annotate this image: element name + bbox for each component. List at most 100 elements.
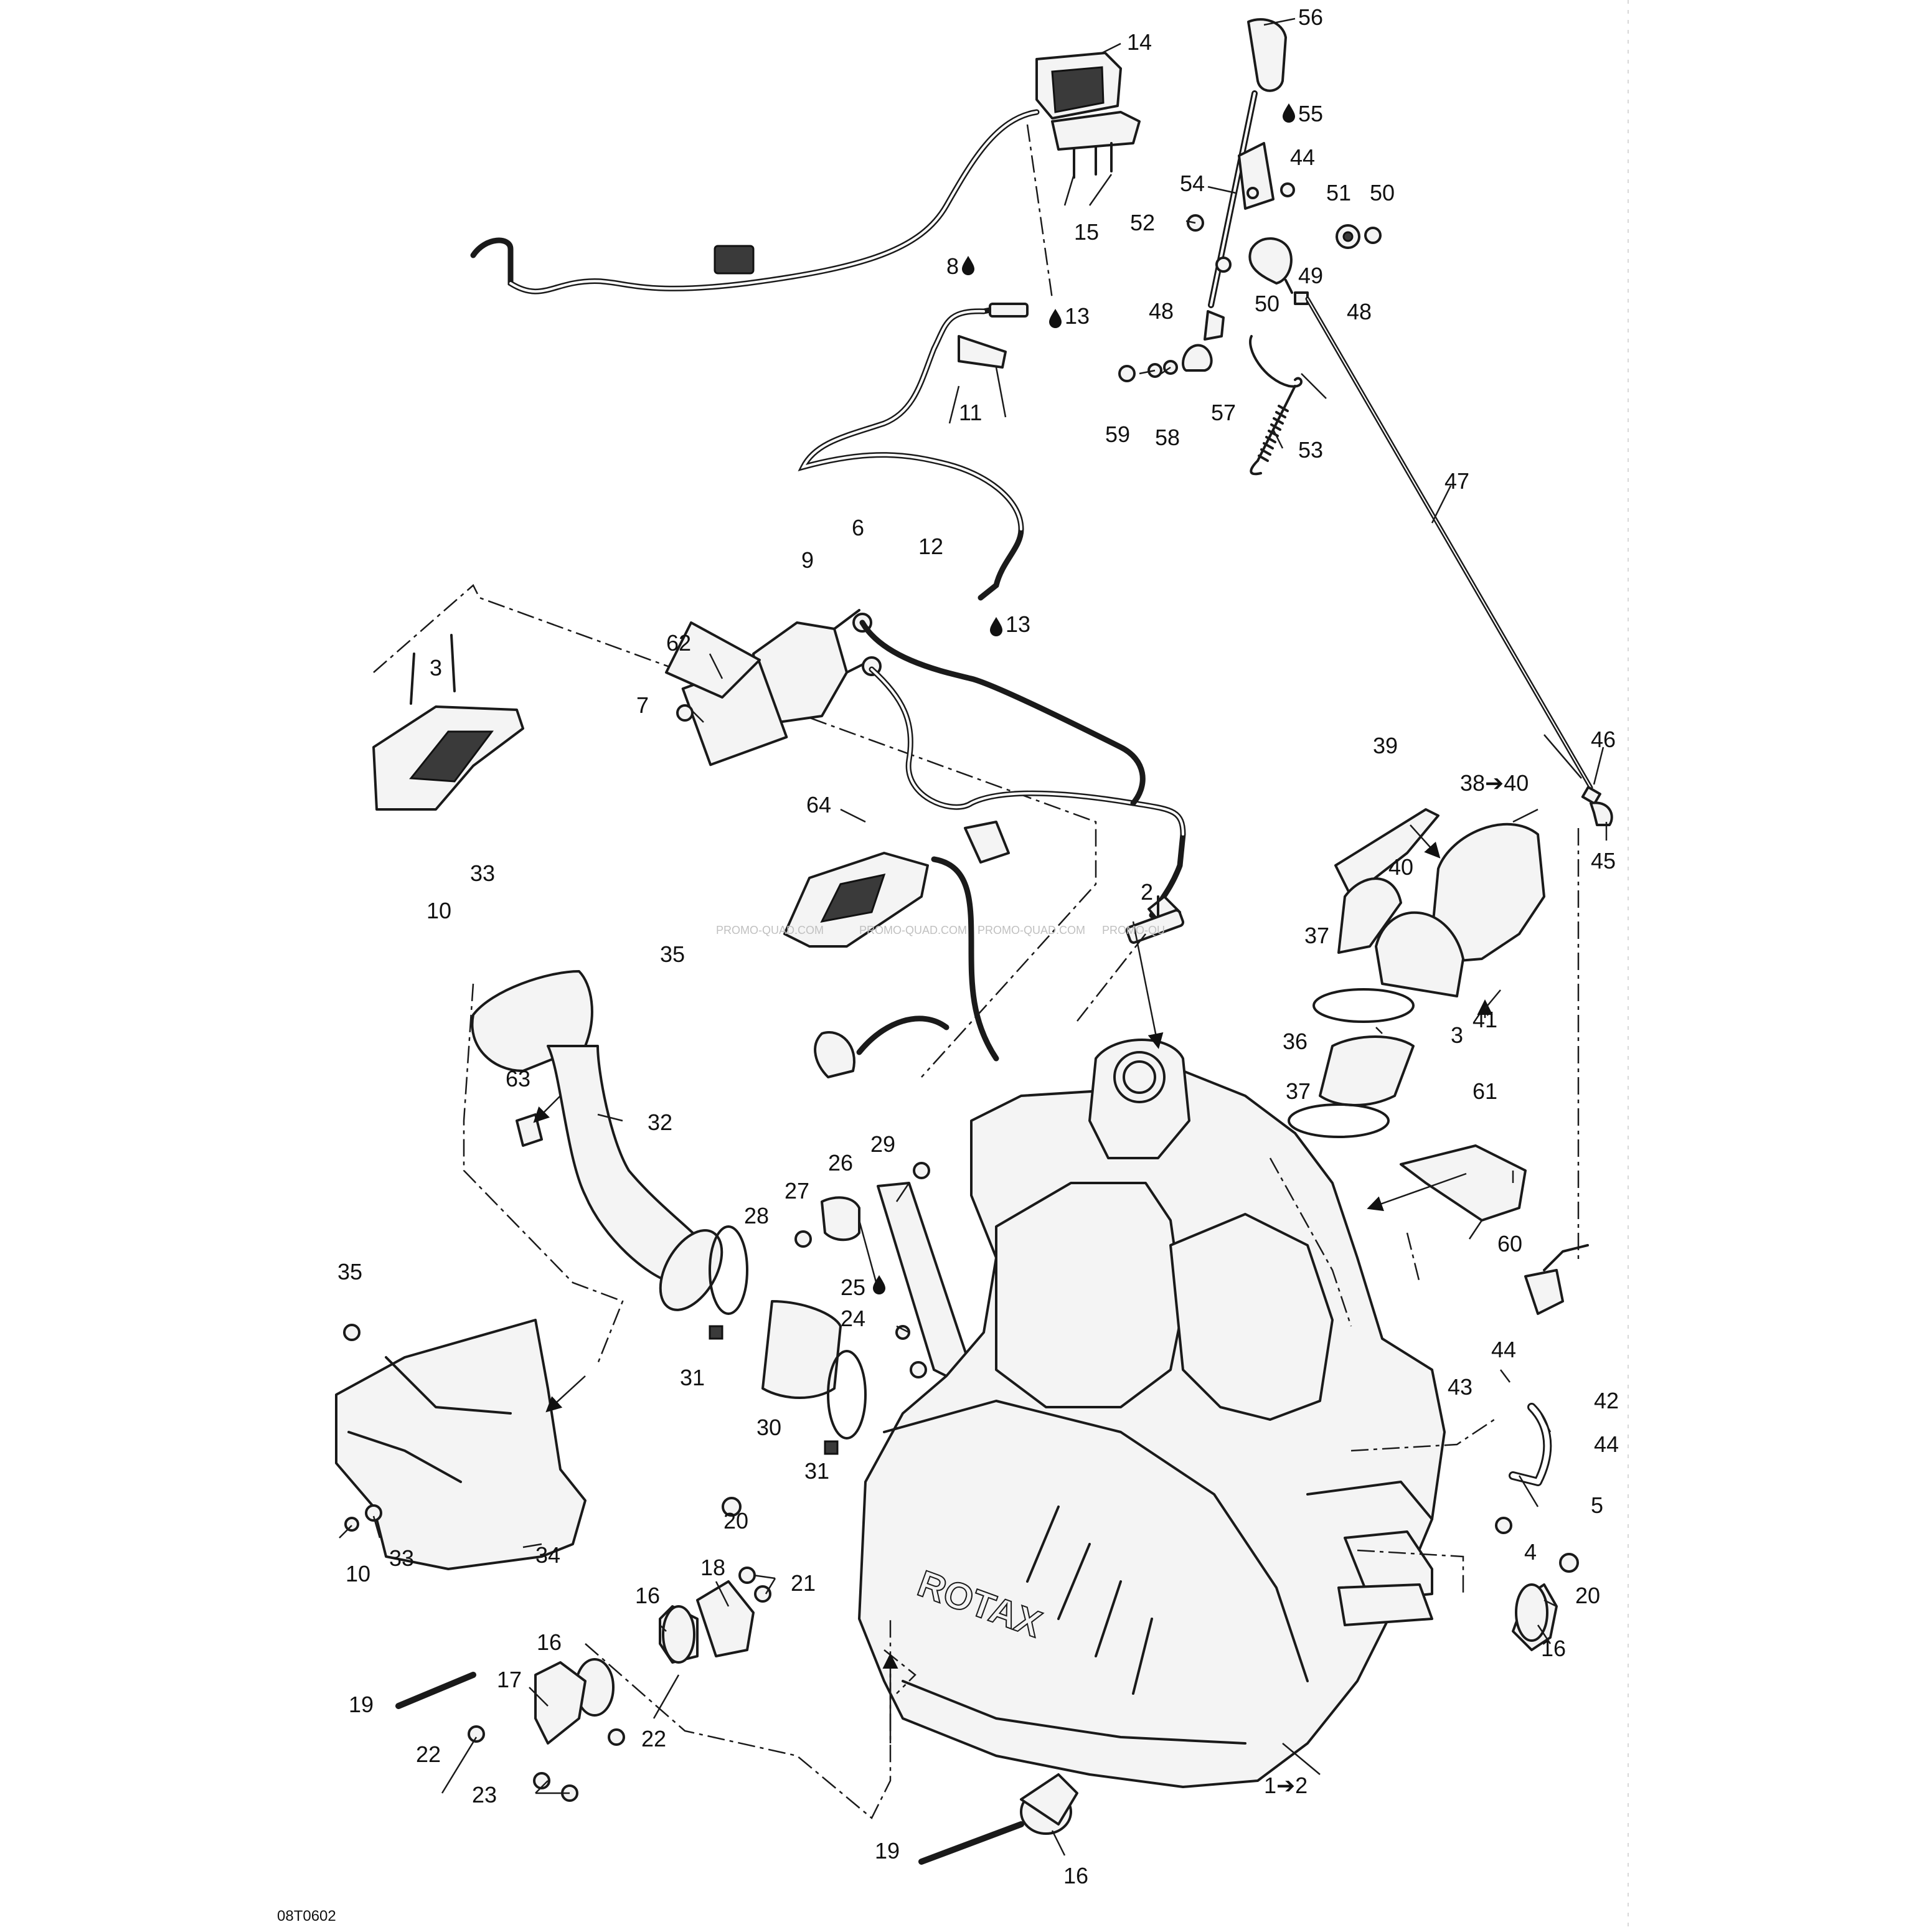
callout-38-40: 38➔40 — [1460, 770, 1529, 796]
callout-50: 50 — [1255, 291, 1279, 316]
watermark: PROMO-QUAD.COM PROMO-QUAD.COM PROMO-QUAD… — [716, 924, 1165, 936]
callout-40: 40 — [1388, 854, 1413, 880]
callout-44: 44 — [1290, 144, 1315, 170]
callout-16: 16 — [1541, 1636, 1566, 1661]
callout-48: 48 — [1149, 298, 1174, 324]
callout-50: 50 — [1370, 180, 1395, 205]
callout-64: 64 — [806, 792, 831, 818]
callout-22: 22 — [416, 1741, 441, 1767]
callout-41: 41 — [1473, 1007, 1497, 1032]
callout-43: 43 — [1448, 1374, 1473, 1400]
air-box-clamps — [709, 1196, 867, 1455]
leader-lines — [339, 17, 1608, 1856]
callout-37: 37 — [1286, 1078, 1311, 1104]
callout-61: 61 — [1473, 1078, 1497, 1104]
callout-55: 55 — [1298, 101, 1323, 126]
callout-7: 7 — [636, 692, 649, 718]
air-intake-duct — [471, 970, 723, 1311]
drawing-code: 08T0602 — [277, 1908, 336, 1925]
callout-3: 3 — [430, 655, 442, 681]
cvt-outlet-duct — [1288, 988, 1527, 1222]
callout-28: 28 — [744, 1203, 769, 1228]
callout-10: 10 — [346, 1561, 370, 1586]
shift-lever — [1118, 18, 1613, 826]
callout-11: 11 — [959, 400, 982, 425]
svg-text:PROMO-QUAD.COM: PROMO-QUAD.COM — [716, 924, 824, 936]
callout-52: 52 — [1130, 210, 1155, 235]
callout-6: 6 — [852, 515, 864, 540]
callout-24: 24 — [841, 1306, 865, 1331]
callout-18: 18 — [700, 1555, 725, 1580]
svg-text:PROMO-QUAD.COM: PROMO-QUAD.COM — [859, 924, 967, 936]
air-box-shield — [335, 1319, 587, 1570]
callout-56: 56 — [1298, 4, 1323, 30]
callout-33: 33 — [470, 860, 495, 886]
callout-53: 53 — [1298, 437, 1323, 463]
callout-42: 42 — [1594, 1388, 1619, 1413]
callout-22: 22 — [641, 1726, 666, 1751]
callout-44: 44 — [1491, 1337, 1516, 1362]
callout-31: 31 — [804, 1458, 829, 1484]
callout-35: 35 — [337, 1259, 362, 1284]
callout-26: 26 — [828, 1150, 853, 1176]
callout-49: 49 — [1298, 263, 1323, 288]
callout-9: 9 — [801, 547, 814, 573]
callout-13: 13 — [1065, 303, 1090, 329]
callout-12: 12 — [918, 534, 943, 559]
svg-text:PROMO-QUAD.COM: PROMO-QUAD.COM — [978, 924, 1085, 936]
callout-32: 32 — [648, 1110, 672, 1135]
callout-29: 29 — [870, 1131, 895, 1157]
callout-3: 3 — [1451, 1022, 1463, 1048]
callout-37: 37 — [1304, 923, 1329, 948]
return-spring — [1249, 335, 1303, 476]
callout-33: 33 — [389, 1545, 414, 1571]
callout-16: 16 — [635, 1583, 660, 1608]
callout-34: 34 — [535, 1542, 560, 1568]
callout-16: 16 — [1063, 1863, 1088, 1888]
callout-46: 46 — [1591, 727, 1616, 752]
callout-19: 19 — [349, 1692, 374, 1717]
callout-31: 31 — [680, 1365, 705, 1390]
switch-assembly — [1035, 52, 1141, 179]
callout-48: 48 — [1347, 299, 1372, 324]
callout-8: 8 — [946, 253, 959, 279]
callout-44: 44 — [1594, 1431, 1619, 1457]
shift-bracket — [1524, 1244, 1589, 1315]
callout-5: 5 — [1591, 1492, 1603, 1518]
callout-20: 20 — [723, 1508, 748, 1534]
callout-57: 57 — [1211, 400, 1236, 425]
hose — [1509, 1403, 1552, 1486]
callout-36: 36 — [1283, 1029, 1308, 1054]
callout-35: 35 — [660, 941, 685, 967]
callout-16: 16 — [537, 1629, 562, 1655]
callout-47: 47 — [1444, 468, 1469, 494]
switch-harness — [470, 109, 1040, 295]
callout-45: 45 — [1591, 848, 1616, 874]
callout-23: 23 — [472, 1782, 497, 1807]
callout-30: 30 — [756, 1415, 781, 1440]
callout-27: 27 — [785, 1178, 809, 1204]
callout-51: 51 — [1326, 180, 1351, 205]
engine-mounts — [343, 1324, 1579, 1865]
callout-15: 15 — [1074, 219, 1099, 245]
callout-14: 14 — [1127, 29, 1152, 55]
callout-39: 39 — [1373, 733, 1398, 758]
callout-63: 63 — [506, 1066, 530, 1091]
callout-25: 25 — [841, 1275, 865, 1300]
callout-60: 60 — [1497, 1231, 1522, 1256]
callout-10: 10 — [426, 898, 451, 923]
svg-text:PROMO-QU: PROMO-QU — [1102, 924, 1165, 936]
callout-54: 54 — [1180, 171, 1205, 196]
callout-labels: 56 14 55 44 54 51 50 52 15 8 49 50 48 48… — [337, 4, 1619, 1888]
voltage-regulator — [783, 852, 999, 1078]
callout-20: 20 — [1575, 1583, 1600, 1608]
callout-59: 59 — [1105, 422, 1130, 447]
callout-2: 2 — [1141, 879, 1153, 905]
callout-13: 13 — [1006, 611, 1030, 637]
callout-17: 17 — [497, 1667, 522, 1692]
spark-plug — [1125, 895, 1185, 944]
callout-4: 4 — [1524, 1539, 1537, 1565]
callout-19: 19 — [875, 1838, 900, 1864]
exhaust-support-bracket — [877, 1162, 973, 1383]
